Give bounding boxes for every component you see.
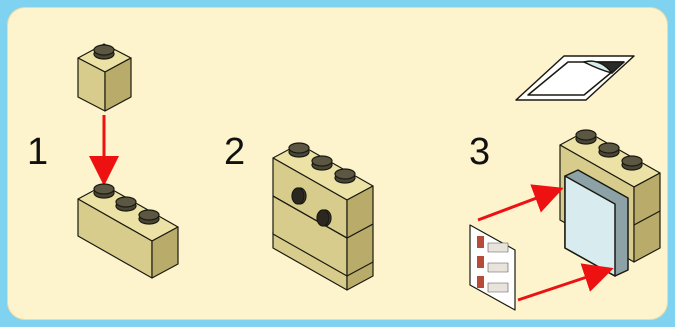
brick-1x3-icon bbox=[78, 184, 178, 278]
sticker-sheet-icon bbox=[516, 56, 634, 100]
arrow-icon bbox=[518, 270, 608, 300]
arrow-icon bbox=[478, 190, 558, 220]
brick-stack-step-2 bbox=[273, 143, 373, 290]
sticker-detail-icon bbox=[470, 225, 515, 310]
brick-1x1-icon bbox=[78, 44, 131, 111]
